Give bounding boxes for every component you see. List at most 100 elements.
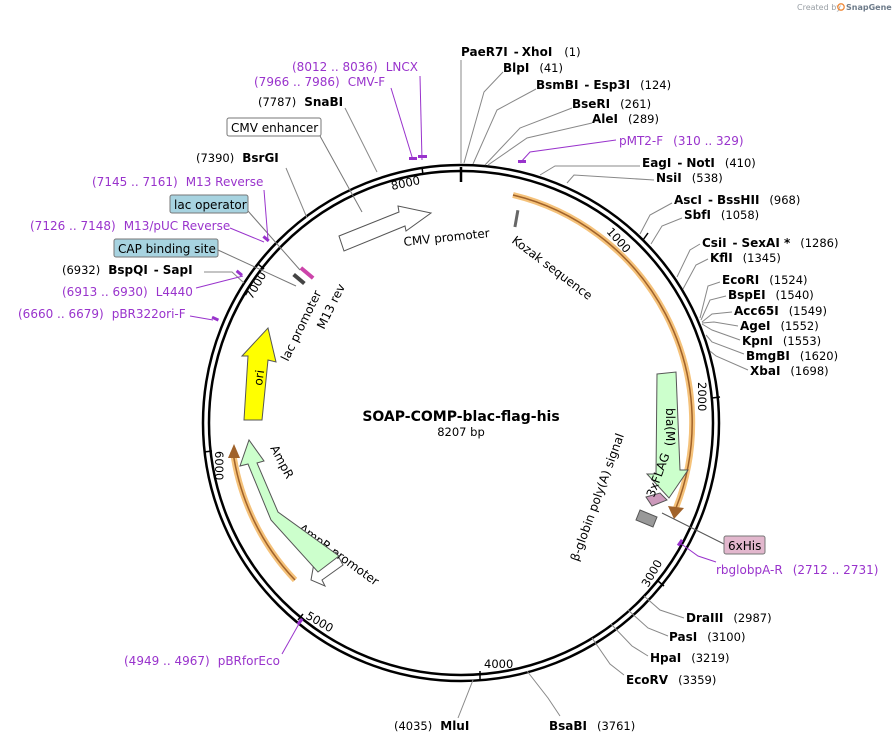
plasmid-name: SOAP-COMP-blac-flag-his: [362, 409, 559, 425]
his-label: 6xHis: [728, 539, 761, 553]
site-sbfi[interactable]: SbfI(1058): [650, 208, 759, 245]
site-hpai[interactable]: HpaI(3219): [610, 623, 729, 665]
svg-text:BseRI(261): BseRI(261): [572, 97, 651, 111]
site-snabi[interactable]: (7787)SnaBI: [258, 95, 378, 173]
ori-label: ori: [251, 369, 267, 386]
orf-arc-bla-line: [512, 194, 693, 509]
svg-text:(4949 .. 4967)pBRforEco: (4949 .. 4967)pBRforEco: [124, 654, 280, 668]
kozak-sequence-marker: [513, 209, 520, 228]
site-blpi[interactable]: BlpI(41): [463, 61, 563, 164]
site-bspei[interactable]: BspEI(1540): [700, 288, 814, 321]
site-acc65i[interactable]: Acc65I(1549): [701, 304, 827, 323]
svg-text:(6913 .. 6930)L4440: (6913 .. 6930)L4440: [62, 285, 193, 299]
site-bmgbi[interactable]: BmgBI(1620): [705, 334, 838, 363]
svg-text:(7145 .. 7161)M13 Reverse: (7145 .. 7161)M13 Reverse: [92, 175, 263, 189]
site-kpni[interactable]: KpnI(1553): [701, 323, 821, 348]
polya-label: β-globin poly(A) signal: [568, 431, 627, 563]
backbone-outer: [201, 163, 721, 683]
m13-rev-marker: [299, 266, 315, 280]
site-asci-bsshii[interactable]: AscI-BssHII(968): [639, 193, 800, 235]
tick-6000: 6000: [203, 450, 226, 480]
svg-text:KflI(1345): KflI(1345): [710, 251, 781, 265]
brand-name: SnapGene: [846, 3, 892, 12]
svg-text:PaeR7I-XhoI(1): PaeR7I-XhoI(1): [461, 45, 581, 59]
site-csii-sexai[interactable]: CsiI-SexAI *(1286): [676, 236, 839, 278]
kozak-sequence-label: Kozak sequence: [509, 233, 595, 302]
svg-text:BmgBI(1620): BmgBI(1620): [746, 349, 838, 363]
site-eagi-noti[interactable]: EagI-NotI(410): [539, 156, 756, 176]
svg-text:(7787)SnaBI: (7787)SnaBI: [258, 95, 343, 109]
tick-8000: 8000: [390, 166, 424, 193]
site-draiii[interactable]: DraIII(2987): [643, 595, 772, 625]
tick-label-8000: 8000: [390, 173, 422, 193]
lac-operator-label: lac operator: [174, 198, 247, 212]
tick-3000: 3000: [638, 557, 665, 589]
svg-text:DraIII(2987): DraIII(2987): [686, 611, 772, 625]
svg-text:(8012 .. 8036)LNCX: (8012 .. 8036)LNCX: [292, 60, 418, 74]
site-bsabi[interactable]: BsaBI(3761): [526, 670, 635, 733]
his-box: [723, 535, 766, 555]
svg-text:CsiI-SexAI *(1286): CsiI-SexAI *(1286): [702, 236, 839, 250]
svg-text:(7966 .. 7986)CMV-F: (7966 .. 7986)CMV-F: [254, 75, 385, 89]
cap-binding-site-label: CAP binding site: [118, 242, 216, 256]
site-alei[interactable]: AleI(289): [487, 112, 659, 166]
svg-text:(6660 .. 6679)pBR322ori-F: (6660 .. 6679)pBR322ori-F: [18, 307, 186, 321]
bla-label: bla(M): [663, 408, 677, 446]
his-leader: [661, 512, 727, 546]
primer-lncx[interactable]: (8012 .. 8036)LNCX: [292, 60, 427, 161]
cmv-promoter-label: CMV promoter: [403, 226, 490, 249]
tick-2000: 2000: [695, 382, 721, 411]
primer-m13-reverse[interactable]: (7145 .. 7161)M13 Reverse: [92, 175, 270, 243]
svg-text:PasI(3100): PasI(3100): [669, 630, 745, 644]
site-ecorv[interactable]: EcoRV(3359): [591, 637, 716, 687]
orf-arc-ampr-line: [232, 451, 296, 581]
cmv-enhancer-box: [226, 117, 322, 137]
cap-binding-site-leader: [217, 249, 297, 287]
tick-4000: 4000: [479, 657, 513, 679]
lac-operator-box: [169, 194, 249, 214]
ori-arrow: [240, 326, 277, 421]
svg-text:(6932)BspQI-SapI: (6932)BspQI-SapI: [62, 263, 193, 277]
tick-label-4000: 4000: [484, 657, 513, 671]
site-ecori[interactable]: EcoRI(1524): [699, 273, 808, 319]
site-pasi[interactable]: PasI(3100): [627, 609, 745, 644]
svg-text:NsiI(538): NsiI(538): [656, 171, 723, 185]
site-paer7i-xhoi[interactable]: PaeR7I-XhoI(1): [460, 45, 581, 163]
svg-text:BspEI(1540): BspEI(1540): [728, 288, 814, 302]
primer-rbglobpa-r[interactable]: rbglobpA-R(2712 .. 2731): [676, 538, 879, 577]
svg-text:AgeI(1552): AgeI(1552): [740, 319, 819, 333]
site-kfli[interactable]: KflI(1345): [682, 251, 781, 290]
brand-created-by: Created by: [797, 3, 841, 12]
primer-m13-puc-reverse[interactable]: (7126 .. 7148)M13/pUC Reverse: [30, 219, 265, 243]
primer-l4440[interactable]: (6913 .. 6930)L4440: [62, 269, 244, 299]
primer-cmv-f[interactable]: (7966 .. 7986)CMV-F: [254, 75, 417, 161]
site-bseri[interactable]: BseRI(261): [484, 97, 651, 166]
site-xbai[interactable]: XbaI(1698): [709, 350, 829, 378]
site-mlui[interactable]: (4035)MluI: [394, 679, 474, 733]
tick-7000: 7000: [242, 263, 269, 302]
flag-marker: [645, 492, 668, 507]
site-nsii[interactable]: NsiI(538): [566, 171, 723, 185]
tick-label-6000: 6000: [212, 451, 226, 480]
site-agei[interactable]: AgeI(1552): [701, 319, 819, 333]
plasmid-length: 8207 bp: [437, 425, 485, 439]
m13-rev-label: M13 rev: [314, 282, 348, 332]
site-bsrgi[interactable]: (7390)BsrGI: [196, 151, 308, 219]
svg-text:KpnI(1553): KpnI(1553): [742, 334, 821, 348]
primer-pmt2-f[interactable]: pMT2-F(310 .. 329): [518, 134, 744, 164]
svg-text:EcoRI(1524): EcoRI(1524): [722, 273, 808, 287]
site-bspqi-sapi[interactable]: (6932)BspQI-SapI: [62, 263, 245, 284]
site-bsmbi-esp3i[interactable]: BsmBI-Esp3I(124): [472, 78, 671, 165]
svg-text:BsaBI(3761): BsaBI(3761): [549, 719, 635, 733]
orf-arc-bla-head: [668, 506, 684, 519]
ampr-label: AmpR: [267, 443, 296, 481]
svg-text:XbaI(1698): XbaI(1698): [750, 364, 829, 378]
primer-pbrforeco[interactable]: (4949 .. 4967)pBRforEco: [124, 618, 304, 668]
svg-text:AscI-BssHII(968): AscI-BssHII(968): [674, 193, 800, 207]
svg-text:EagI-NotI(410): EagI-NotI(410): [642, 156, 756, 170]
svg-text:SbfI(1058): SbfI(1058): [684, 208, 759, 222]
svg-text:(7390)BsrGI: (7390)BsrGI: [196, 151, 279, 165]
primer-pbr322ori-f[interactable]: (6660 .. 6679)pBR322ori-F: [18, 307, 220, 322]
ampr-arrow: [239, 438, 340, 573]
